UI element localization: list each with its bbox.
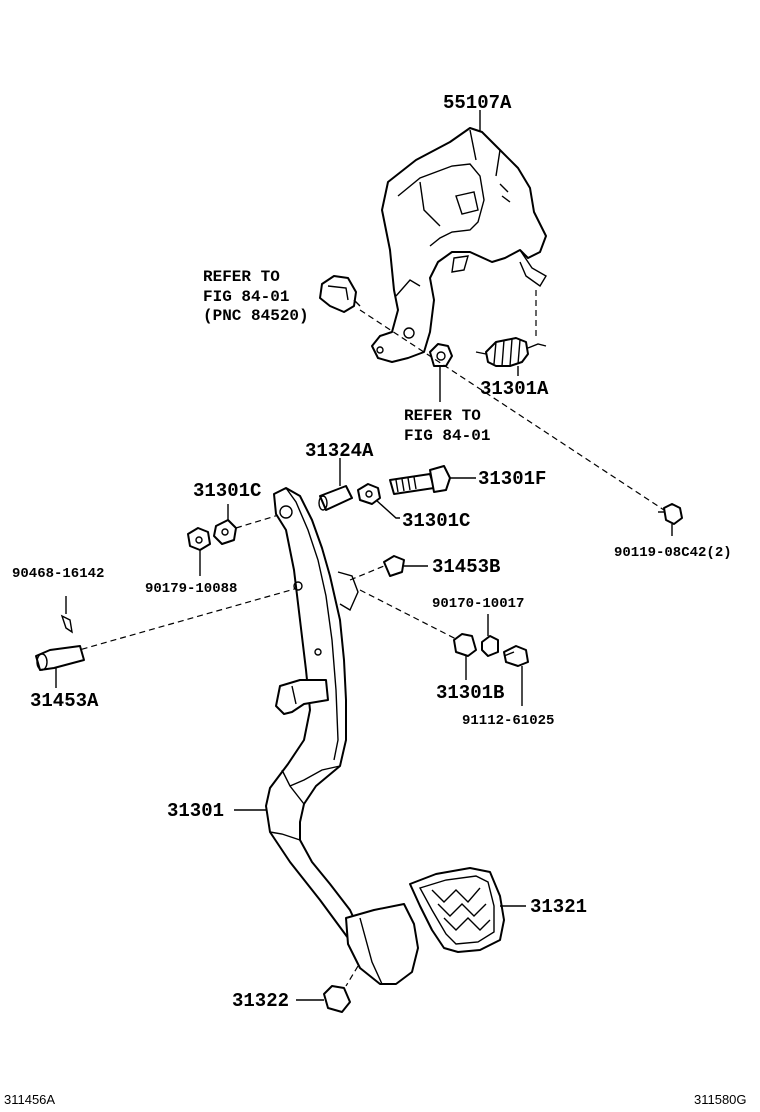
lever-pad-part <box>345 903 419 985</box>
label-bushing-left: 31301C <box>193 480 261 502</box>
nut-right-part <box>481 635 499 657</box>
label-collar: 31324A <box>305 440 374 462</box>
cotter-pin-part <box>60 596 73 634</box>
label-nut-right: 90170-10017 <box>432 596 524 612</box>
label-cotter-pin: 90468-16142 <box>12 566 104 582</box>
footer-left-code: 311456A <box>4 1092 55 1107</box>
pedal-pad-part <box>409 867 505 953</box>
label-stop-plug: 31322 <box>232 990 289 1012</box>
switch-part <box>319 275 361 313</box>
label-cushion: 31453B <box>432 556 500 578</box>
label-clevis-pin: 31453A <box>30 690 99 712</box>
nut-left-part <box>187 527 211 551</box>
cushion-part <box>383 555 405 577</box>
label-nut-left: 90179-10088 <box>145 581 237 597</box>
bushing-left-part <box>213 519 237 545</box>
label-spring: 31301A <box>480 378 549 400</box>
label-refer-switch-1: REFER TO <box>203 268 280 286</box>
label-stopper: 31301B <box>436 682 504 704</box>
label-pedal-lever: 31301 <box>167 800 224 822</box>
screw-bottom-part <box>503 645 529 667</box>
clevis-pin-part <box>35 645 85 671</box>
footer-right-code: 311580G <box>694 1092 747 1107</box>
label-bracket: 55107A <box>443 92 512 114</box>
label-refer-nut-2: FIG 84-01 <box>404 427 490 445</box>
label-bushing-right: 31301C <box>402 510 470 532</box>
label-refer-nut-1: REFER TO <box>404 407 481 425</box>
label-refer-switch-3: (PNC 84520) <box>203 307 309 325</box>
bushing-right-part <box>357 483 381 505</box>
label-pedal-pad: 31321 <box>530 896 587 918</box>
screw-right-part <box>658 503 683 525</box>
stop-plug-part <box>323 985 351 1013</box>
nut-part <box>429 343 453 367</box>
label-refer-switch-2: FIG 84-01 <box>203 288 289 306</box>
stopper-part <box>453 633 477 657</box>
label-screw-bottom: 91112-61025 <box>462 713 554 729</box>
bracket-part <box>371 127 547 363</box>
spring-part <box>475 337 547 367</box>
pedal-lever-part <box>265 487 373 973</box>
label-bolt: 31301F <box>478 468 546 490</box>
collar-part <box>318 485 353 511</box>
label-screw-right: 90119-08C42(2) <box>614 545 732 561</box>
bolt-part <box>389 465 451 495</box>
